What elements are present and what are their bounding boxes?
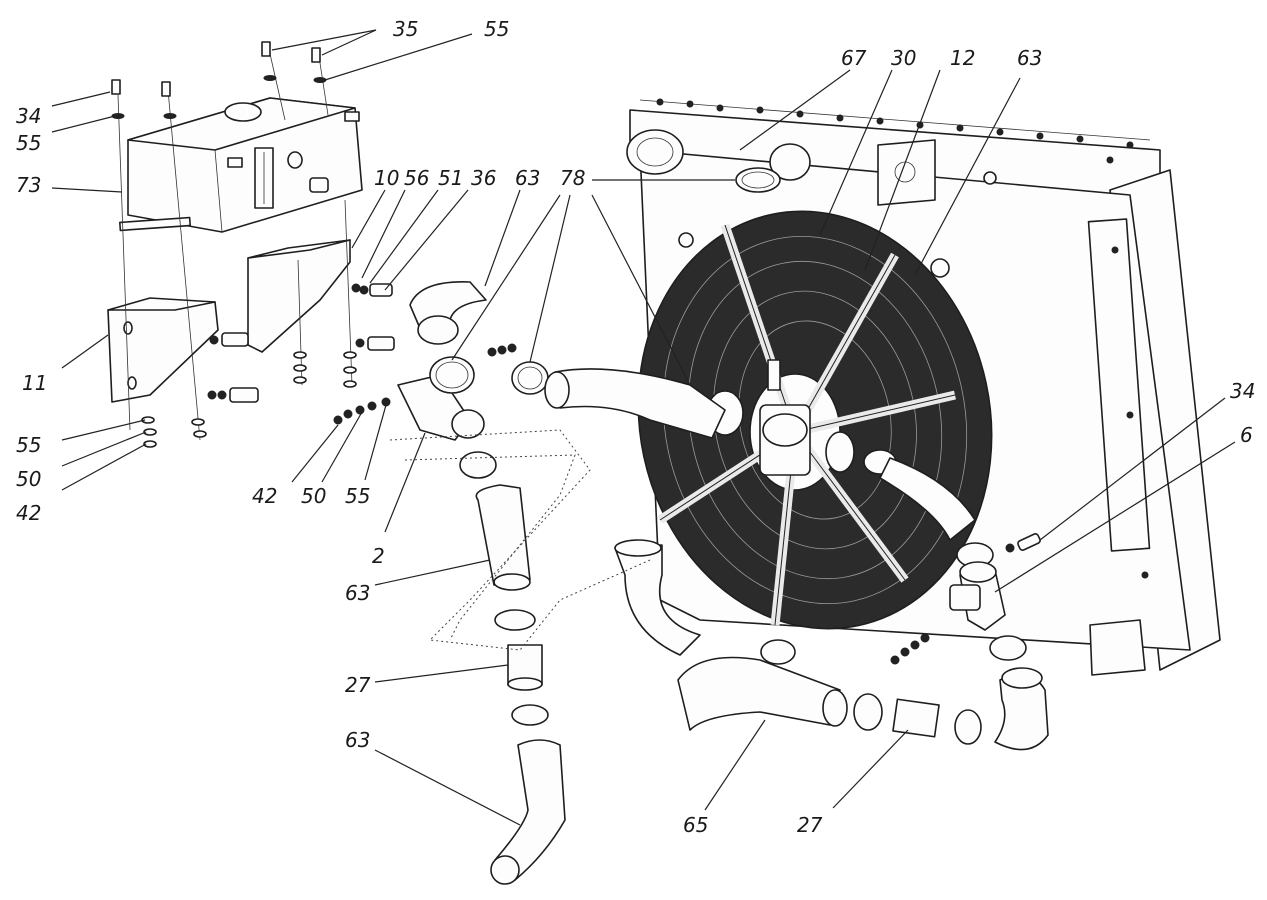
elbow-center: [614, 539, 701, 656]
callout-27: 27: [797, 813, 823, 837]
callout-42: 42: [16, 501, 41, 525]
callout-12: 12: [950, 46, 975, 70]
callout-55: 55: [16, 131, 41, 155]
callout-42: 42: [252, 484, 277, 508]
callout-labels: 35 55 34 55 73 10 56 51 36 63 78 67 30 1…: [16, 17, 1255, 837]
callout-63: 63: [345, 581, 370, 605]
hose-fan-inlet: [544, 368, 726, 439]
callout-50: 50: [301, 484, 326, 508]
fasteners: [111, 41, 1041, 665]
callout-27: 27: [345, 673, 371, 697]
hose-65: [677, 656, 848, 731]
callout-63: 63: [515, 166, 540, 190]
hose-upper-63: [409, 281, 487, 345]
callout-56: 56: [404, 166, 429, 190]
leader-lines: [51, 29, 1236, 826]
callout-67: 67: [841, 46, 867, 70]
callout-34: 34: [16, 104, 41, 128]
coupling-27-vertical: [494, 609, 549, 726]
callout-55: 55: [16, 433, 41, 457]
callout-73: 73: [16, 173, 41, 197]
coupling-27-horizontal: [853, 693, 982, 745]
callout-63: 63: [345, 728, 370, 752]
bracket-11: [107, 297, 219, 403]
callout-35: 35: [393, 17, 418, 41]
callout-6: 6: [1240, 423, 1253, 447]
callout-51: 51: [438, 166, 463, 190]
expansion-tank: [119, 97, 363, 233]
callout-55: 55: [345, 484, 370, 508]
hose-lower-63: [490, 739, 566, 885]
callout-30: 30: [891, 46, 916, 70]
callout-34: 34: [1230, 379, 1255, 403]
callout-55: 55: [484, 17, 509, 41]
fitting-6: [949, 561, 1006, 631]
callout-63: 63: [1017, 46, 1042, 70]
callout-2: 2: [372, 544, 385, 568]
clamps-78: [429, 167, 1027, 665]
hose-vertical-63: [475, 484, 531, 591]
fan-shroud: [637, 210, 993, 630]
callout-65: 65: [683, 813, 708, 837]
callout-11: 11: [22, 371, 47, 395]
hose-outlet-right: [879, 457, 976, 541]
callout-10: 10: [374, 166, 399, 190]
elbow-right: [994, 667, 1049, 751]
callout-36: 36: [471, 166, 496, 190]
reference-outline: [389, 429, 651, 651]
callout-78: 78: [560, 166, 585, 190]
callout-50: 50: [16, 467, 41, 491]
